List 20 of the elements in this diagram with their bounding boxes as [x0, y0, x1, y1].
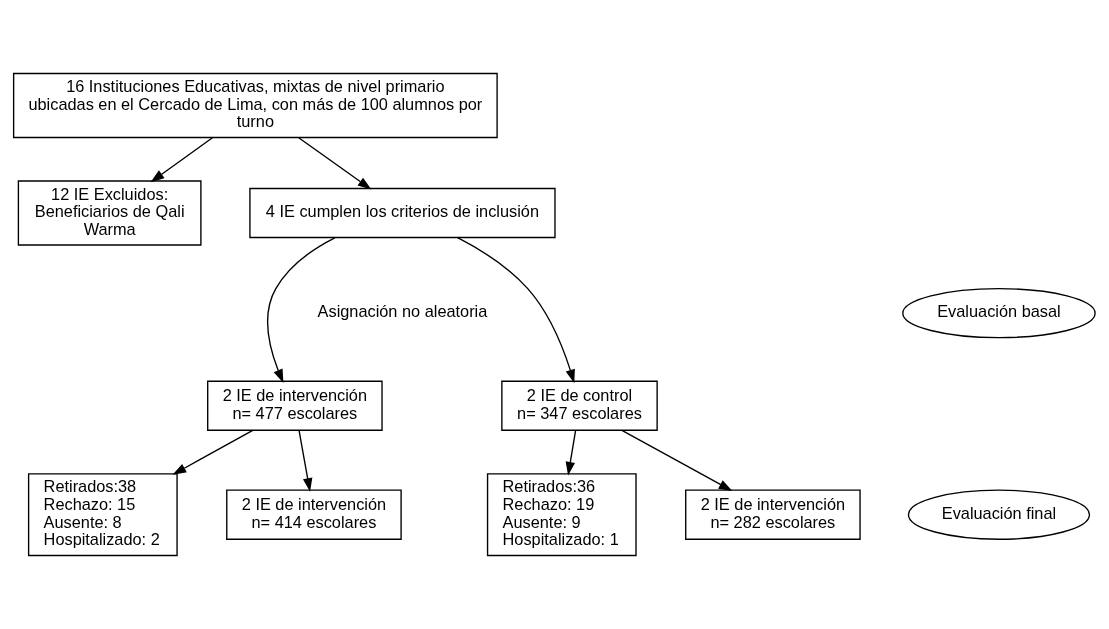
node-box: Retirados:38 Rechazo: 15 Ausente: 8 Hospitalizado: 2 — [27, 473, 178, 557]
node-box: Retirados:36 Rechazo: 19 Ausente: 9 Hospitalizado: 1 — [486, 473, 637, 557]
arrow — [456, 237, 575, 384]
node-ellipse: Evaluación basal — [902, 287, 1096, 339]
node-ellipse: Evaluación final — [907, 489, 1091, 540]
arrow — [150, 137, 214, 183]
arrow — [621, 429, 733, 492]
node-box: 2 IE de intervención n= 477 escolares — [207, 380, 383, 431]
node-box: 12 IE Excluidos: Beneficiarios de Qali Warma — [17, 180, 202, 246]
node-box: 4 IE cumplen los criterios de inclusión — [249, 187, 556, 239]
arrow — [565, 430, 577, 476]
node-box: 16 Instituciones Educativas, mixtas de nivel primario ubicadas en el Cercado de Lima, con más de 100 alumnos por turno — [12, 72, 498, 139]
arrow — [298, 430, 313, 492]
arrow — [267, 237, 336, 383]
node-box: 2 IE de intervención n= 414 escolares — [226, 489, 402, 540]
label: Asignación no aleatoria — [317, 302, 488, 321]
node-box: 2 IE de control n= 347 escolares — [501, 380, 658, 431]
node-box: 2 IE de intervención n= 282 escolares — [685, 489, 861, 540]
arrow — [298, 137, 372, 190]
arrow — [172, 429, 254, 475]
